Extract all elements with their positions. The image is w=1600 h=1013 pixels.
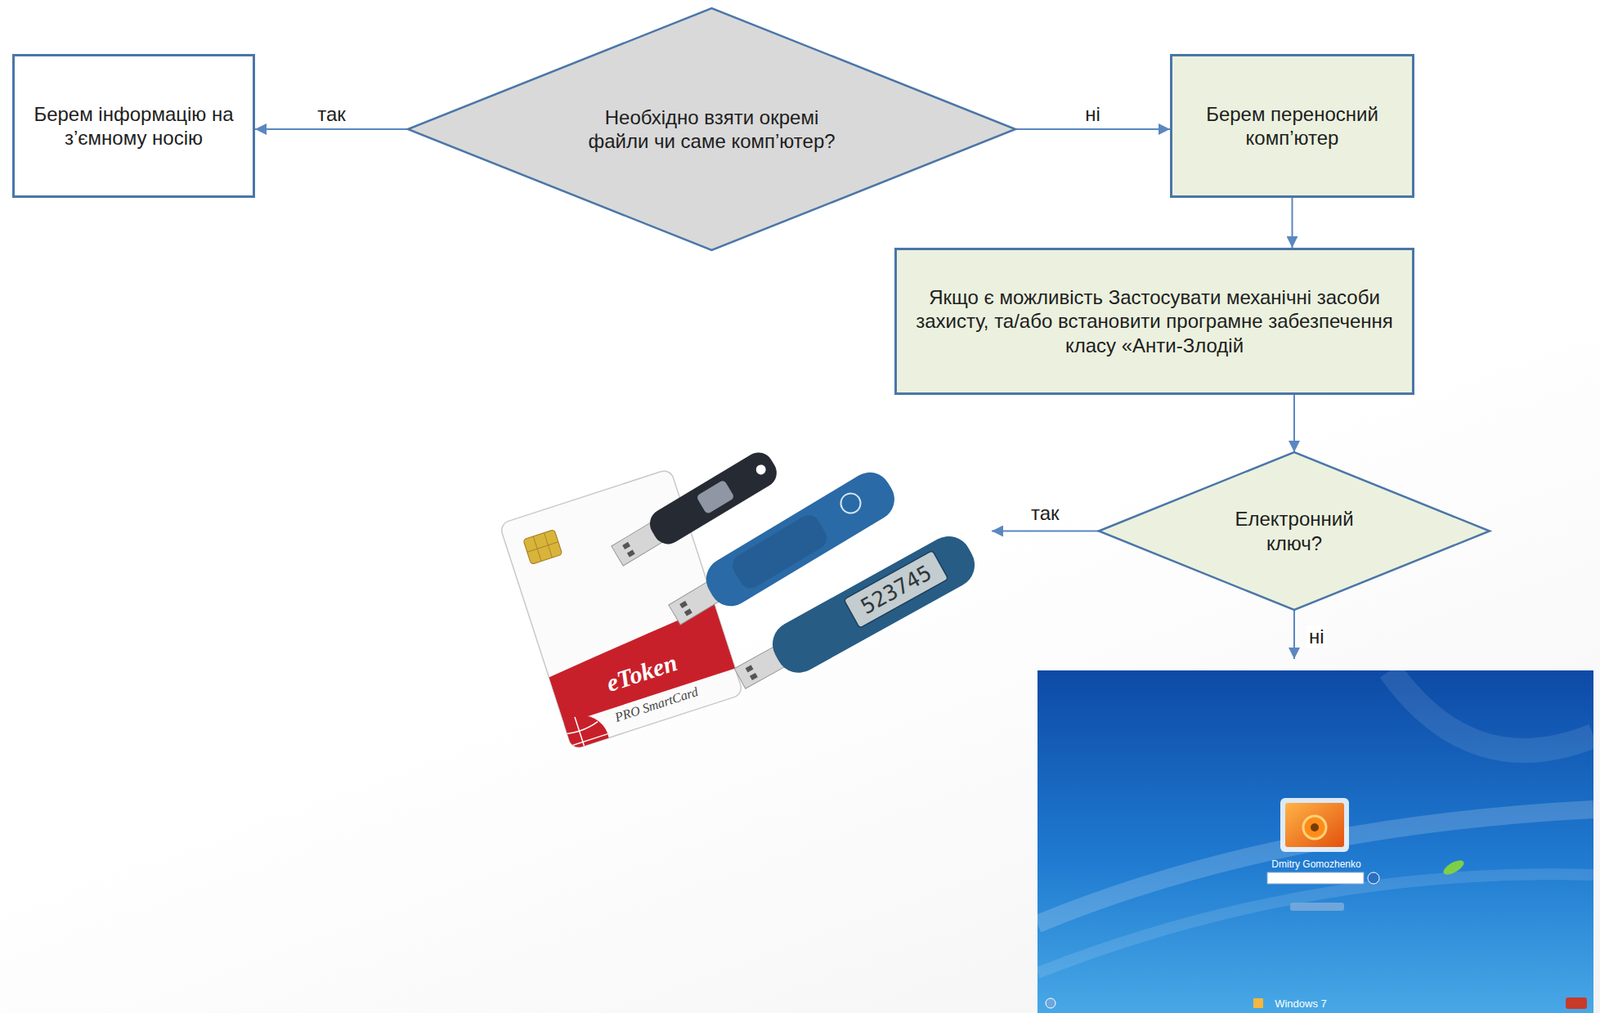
usb-token — [726, 528, 983, 702]
connector-arrow — [1293, 394, 1296, 453]
edge-label: так — [314, 103, 349, 126]
arrow-line — [991, 530, 1099, 533]
decision-diamond: Необхідно взяти окремі файли чи саме ком… — [407, 8, 1016, 251]
text-block: Необхідно взяти окремі файли чи саме ком… — [577, 105, 848, 154]
decision-diamond: Електронний ключ? — [1098, 452, 1490, 610]
node-text: Берем переносний комп’ютер — [1187, 102, 1398, 151]
node-text: Берем інформацію на з’ємному носію — [29, 102, 238, 151]
screen-swirl — [1037, 873, 1594, 973]
screen-swirl — [1389, 670, 1594, 751]
text-block: Електронний ключ? — [1216, 506, 1372, 556]
card-chip — [523, 529, 563, 565]
text-block: Якщо є можливість Застосувати механічні … — [911, 285, 1398, 358]
globe-lines — [550, 708, 617, 750]
screen-logo — [1441, 857, 1466, 878]
arrow-line — [1293, 609, 1296, 659]
branch-label: так — [1028, 501, 1063, 525]
branch-label: ні — [1306, 625, 1327, 649]
text-block: Берем інформацію на з’ємному носію — [29, 102, 238, 151]
plug-hole — [679, 600, 688, 609]
token-body — [764, 528, 983, 682]
plug-hole — [622, 542, 631, 550]
process-box: Якщо є можливість Застосувати механічні … — [894, 247, 1415, 395]
process-box: Берем переносний комп’ютер — [1169, 53, 1415, 198]
connector-arrow — [1291, 197, 1294, 248]
token-groove — [728, 510, 832, 593]
login-button — [1367, 872, 1380, 884]
switch-user-button — [1290, 902, 1345, 911]
connector-arrow — [1015, 128, 1170, 130]
card-globe — [550, 708, 617, 750]
connector-arrow — [255, 128, 408, 130]
screen-ground — [1037, 670, 1594, 1013]
os-name: Windows 7 — [1274, 997, 1327, 1010]
text-block: Берем переносний комп’ютер — [1187, 102, 1398, 151]
process-box: Берем інформацію на з’ємному носію — [12, 53, 256, 198]
token-hole — [753, 462, 767, 476]
screen-swirl — [1037, 809, 1594, 924]
access-icon — [1045, 998, 1056, 1009]
flower — [1303, 815, 1327, 839]
node-text: Необхідно взяти окремі файли чи саме ком… — [577, 105, 848, 154]
user-picture — [1285, 802, 1345, 848]
card-body — [499, 468, 744, 750]
shutdown-button — [1565, 997, 1587, 1009]
password-field — [1267, 872, 1364, 884]
login-screenshot — [1037, 670, 1594, 1013]
edge-label: ні — [1082, 103, 1103, 126]
user-name: Dmitry Gomozhenko — [1271, 858, 1361, 870]
diamond-outline — [407, 8, 1016, 251]
plug-hole — [627, 549, 636, 557]
diamond-shape — [407, 8, 1016, 251]
plug-hole — [749, 672, 758, 681]
plug-hole — [745, 664, 754, 673]
diamond-shape — [1098, 452, 1490, 610]
user-tile — [1280, 797, 1350, 852]
flower-center — [1310, 823, 1319, 832]
card-print — [529, 605, 744, 750]
token-emblem — [695, 479, 736, 515]
node-text: Якщо є можливість Застосувати механічні … — [911, 285, 1398, 358]
token-display — [843, 550, 949, 628]
node-text: Електронний ключ? — [1216, 506, 1372, 556]
plug-hole — [684, 608, 693, 616]
windows-logo — [1253, 998, 1264, 1009]
chip-lines — [523, 529, 563, 565]
diamond-outline — [1098, 452, 1490, 610]
token-logo — [837, 489, 865, 517]
